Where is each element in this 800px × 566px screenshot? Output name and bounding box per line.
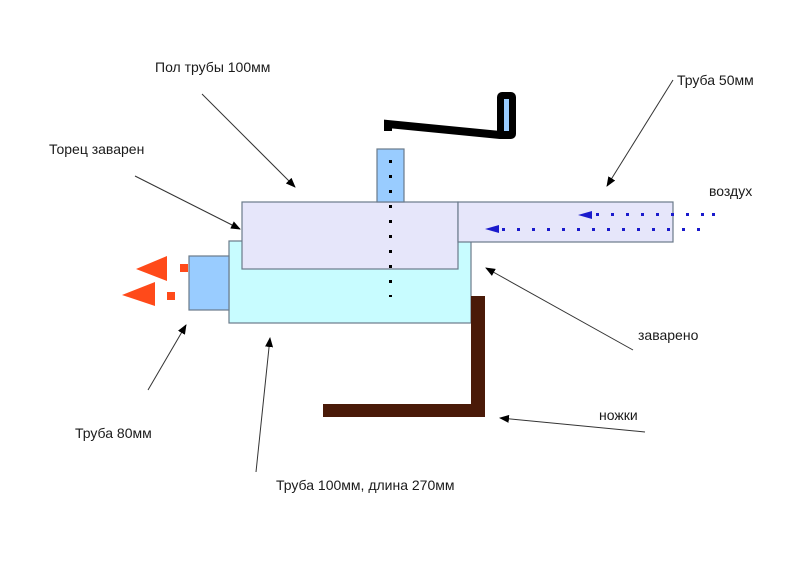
flame-icon (122, 256, 188, 306)
air-flow-arrows (485, 211, 715, 233)
arrow-pipe-50 (606, 79, 674, 187)
label-welded: заварено (638, 327, 699, 343)
arrow-pipe-80 (147, 324, 187, 391)
label-half-pipe: Пол трубы 100мм (155, 59, 271, 75)
arrow-end-welded (134, 175, 241, 230)
arrow-welded (485, 267, 634, 351)
crank-handle (384, 92, 516, 139)
label-pipe-100: Труба 100мм, длина 270мм (276, 477, 455, 493)
pipe-80-nozzle (188, 255, 230, 311)
arrow-pipe-100 (255, 337, 274, 473)
legs (323, 296, 485, 417)
label-air: воздух (709, 183, 753, 199)
vertical-dotted-line (389, 160, 392, 297)
half-pipe-100 (241, 201, 459, 270)
label-pipe-80: Труба 80мм (75, 425, 152, 441)
arrow-legs (499, 414, 646, 433)
pipe-50 (457, 201, 674, 243)
label-legs: ножки (599, 407, 638, 423)
arrow-half-pipe (201, 93, 296, 188)
label-pipe-50: Труба 50мм (677, 72, 754, 88)
label-end-welded: Торец заварен (49, 141, 145, 157)
